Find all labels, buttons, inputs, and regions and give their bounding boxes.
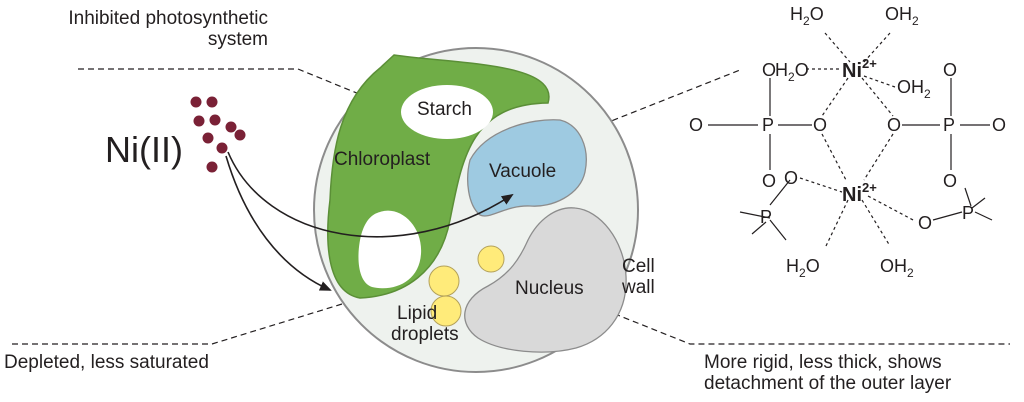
ligand-oxygen: O: [784, 168, 798, 188]
leader-vacuole: [537, 69, 741, 151]
water-ligand: OH2: [885, 4, 919, 28]
cell-wall-label: Cell wall: [622, 256, 655, 299]
starch-label: Starch: [417, 99, 472, 120]
nickel-dot: [216, 142, 228, 154]
arrow-to-vacuole: [227, 151, 514, 238]
chloroplast-label: Chloroplast: [334, 149, 431, 170]
nickel-dot: [234, 129, 246, 141]
water-ligand: H2O: [775, 60, 809, 84]
lipid-droplet: [430, 295, 462, 327]
phosphine-phosphorus: P: [760, 207, 772, 227]
nickel-center: Ni2+: [842, 180, 877, 206]
nucleus: [464, 207, 627, 353]
phosphate-oxygen: O: [943, 171, 957, 191]
ligand-oxygen: O: [918, 213, 932, 233]
cell-wall-change-label: More rigid, less thick, shows detachment…: [704, 352, 951, 395]
nickel-dot: [190, 96, 202, 108]
ni-ion-label: Ni(II): [105, 129, 183, 170]
phosphate-oxygen: O: [943, 60, 957, 80]
water-ligand: OH2: [897, 77, 931, 101]
label-line: detachment of the outer layer: [704, 373, 952, 395]
label-line: system: [207, 29, 268, 51]
phosphine-phosphorus: P: [962, 203, 974, 223]
nickel-dot: [206, 96, 218, 108]
cell: [313, 47, 639, 373]
nickel-dot: [193, 115, 205, 127]
structure-labels: H2O OH2 O H2O Ni2+ O OH2 O P O O P O O O…: [689, 4, 1006, 280]
starch-grain: [401, 85, 493, 139]
water-ligand: H2O: [790, 4, 824, 28]
nickel-dot: [202, 132, 214, 144]
label-line: More rigid, less thick, shows: [704, 352, 942, 373]
bridging-oxygen: O: [887, 115, 901, 135]
label-line: droplets: [391, 324, 459, 346]
lipid-droplet: [428, 265, 460, 297]
nickel-center: Ni2+: [842, 56, 877, 82]
nucleus-label: Nucleus: [515, 278, 584, 299]
starch-grain-lower: [358, 210, 422, 289]
phosphorus-atom: P: [762, 115, 774, 135]
water-ligand: H2O: [786, 256, 820, 280]
phosphate-oxygen: O: [762, 171, 776, 191]
nickel-dot: [209, 114, 221, 126]
nickel-dot: [206, 161, 218, 173]
lipid-droplets-label: Lipid droplets: [391, 303, 459, 346]
bridging-oxygen: O: [813, 115, 827, 135]
depleted-label: Depleted, less saturated: [4, 352, 209, 373]
phosphate-oxygen: O: [689, 115, 703, 135]
arrow-to-cell-wall: [225, 155, 332, 291]
label-line: Cell: [622, 256, 655, 277]
vacuole: [467, 119, 587, 217]
phosphate-oxygen: O: [992, 115, 1006, 135]
label-line: wall: [622, 277, 655, 299]
lipid-droplet: [477, 245, 505, 273]
leader-cellwall: [604, 309, 1010, 345]
inhibited-photosystem-label: Inhibited photosynthetic system: [68, 8, 268, 51]
nickel-dot: [225, 121, 237, 133]
label-line: Lipid: [397, 303, 438, 324]
vacuole-label: Vacuole: [489, 161, 557, 182]
label-line: Inhibited photosynthetic: [68, 8, 268, 29]
phosphate-oxygen: O: [762, 60, 776, 80]
coordination-structure: [708, 32, 993, 247]
nickel-ion-cluster: [190, 96, 246, 173]
water-ligand: OH2: [880, 256, 914, 280]
phosphorus-atom: P: [943, 115, 955, 135]
